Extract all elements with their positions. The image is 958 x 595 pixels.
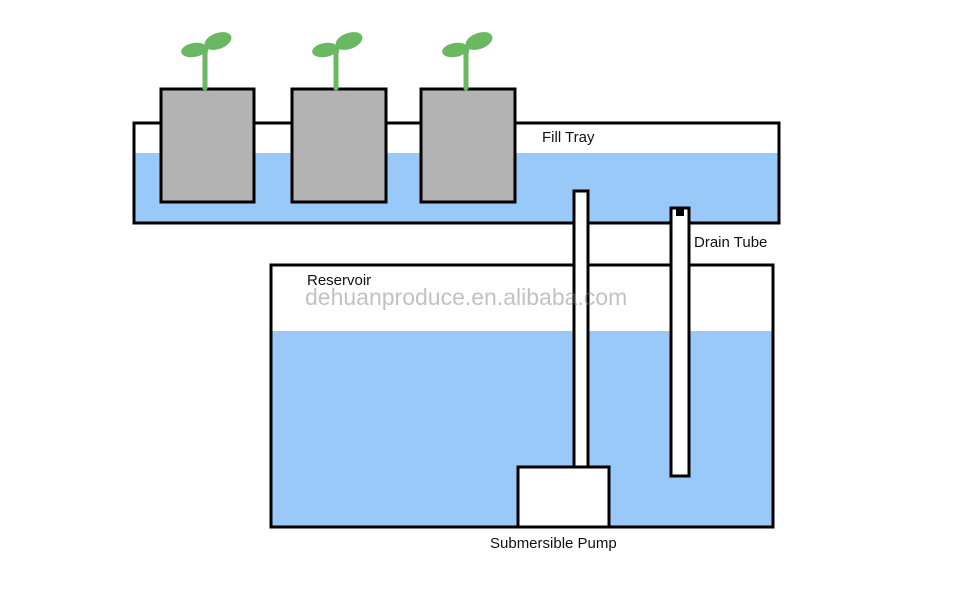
fill-tray-label: Fill Tray [542, 129, 595, 146]
watermark: dehuanproduce.en.alibaba.com [305, 284, 628, 310]
submersible-pump [516, 465, 611, 529]
fill-pipe [572, 189, 590, 470]
drain-tube [669, 206, 691, 478]
drain-tube-cap [676, 208, 684, 216]
drain-tube-label: Drain Tube [694, 234, 768, 251]
reservoir-label: Reservoir [307, 272, 372, 289]
seedling-1-icon [181, 32, 232, 91]
seedling-3-icon [442, 32, 493, 91]
submersible-pump-label: Submersible Pump [490, 535, 617, 552]
seedling-2-icon [312, 32, 363, 91]
pot-2 [290, 87, 388, 204]
pot-1 [159, 87, 256, 204]
pot-3 [419, 87, 517, 204]
